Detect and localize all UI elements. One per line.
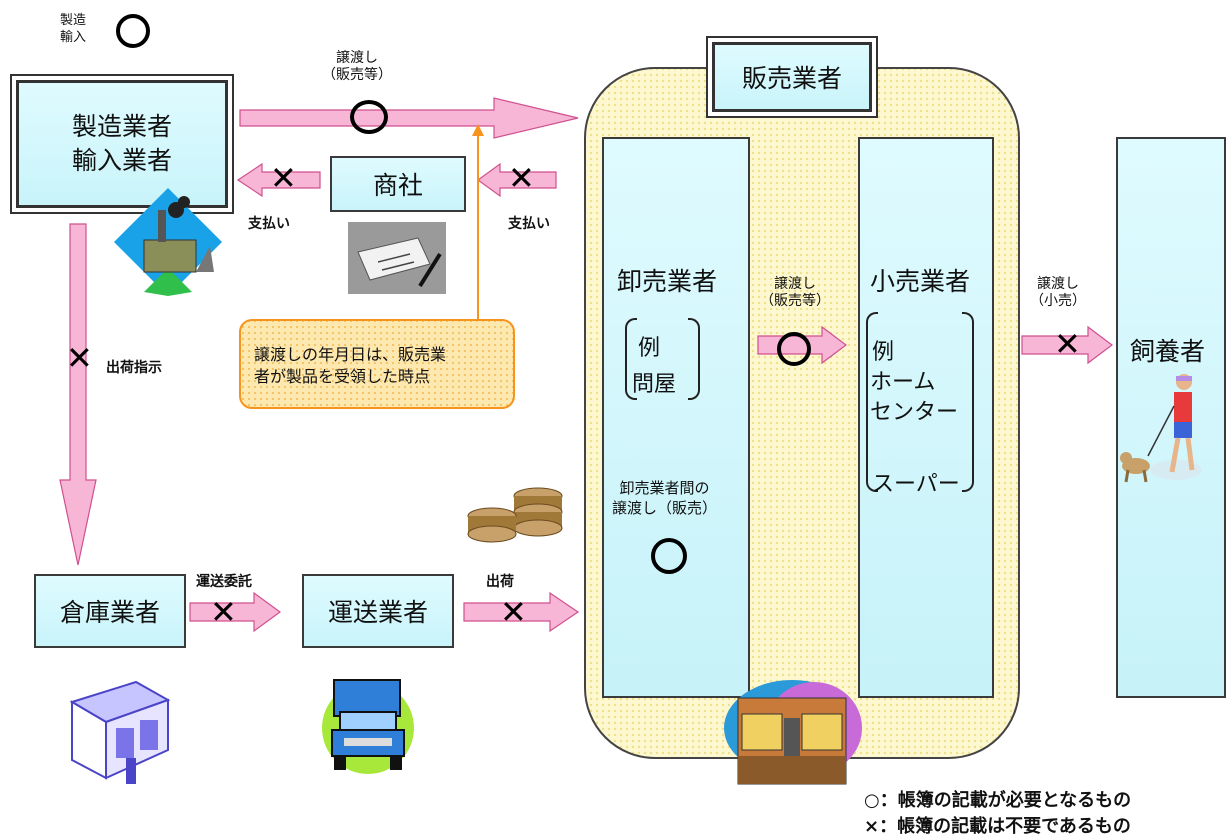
top-legend-text: 製造 輸入 bbox=[60, 13, 87, 45]
transport-box: 運送業者 bbox=[302, 574, 454, 648]
truck-icon bbox=[322, 679, 414, 774]
breeder-label: 飼養者 bbox=[1130, 337, 1206, 366]
shipment-label: 出荷 bbox=[486, 574, 514, 590]
transfer-retail-cross-icon: ✕ bbox=[1054, 325, 1081, 363]
check-pen-icon bbox=[348, 222, 446, 294]
sellers-title: 販売業者 bbox=[712, 42, 872, 112]
wholesaler-title: 卸売業者 bbox=[617, 267, 718, 296]
wholesaler-example-value: 問屋 bbox=[632, 372, 677, 397]
payment-left-cross-icon: ✕ bbox=[270, 159, 297, 197]
arrow-shipment bbox=[463, 591, 580, 633]
wholesaler-example-label: 例 bbox=[638, 336, 661, 361]
retailer-title: 小売業者 bbox=[870, 267, 971, 296]
retailer-bracket-right bbox=[962, 312, 974, 492]
manufacturer-box: 製造業者 輸入業者 bbox=[16, 80, 228, 208]
warehouse-icon bbox=[69, 680, 171, 784]
wholesaler-bracket-right bbox=[688, 318, 700, 400]
wholesaler-inter-circle-icon bbox=[651, 538, 687, 574]
transfer-mid-label: 譲渡し （販売等） bbox=[760, 276, 830, 309]
shipment-cross-icon: ✕ bbox=[500, 593, 527, 631]
shipping-instruction-cross-icon: ✕ bbox=[66, 339, 93, 377]
payment-right-label: 支払い bbox=[508, 216, 550, 232]
transfer-retail-label: 譲渡し （小売） bbox=[1030, 276, 1086, 309]
payment-right-cross-icon: ✕ bbox=[508, 159, 535, 197]
arrow-payment-left bbox=[236, 162, 321, 198]
retailer-column bbox=[858, 137, 994, 698]
wholesaler-bracket-left bbox=[625, 318, 637, 400]
transfer-top-label: 譲渡し （販売等） bbox=[322, 50, 392, 83]
top-legend-circle-icon bbox=[116, 14, 150, 48]
arrow-transfer-retail bbox=[1021, 325, 1113, 365]
arrow-transport-consign bbox=[189, 591, 282, 633]
note-box bbox=[239, 319, 515, 409]
transfer-mid-circle-icon bbox=[777, 332, 811, 366]
transport-consign-cross-icon: ✕ bbox=[210, 593, 237, 631]
transport-consign-label: 運送委託 bbox=[196, 574, 252, 590]
breeder-column bbox=[1116, 137, 1226, 698]
wholesaler-column bbox=[602, 137, 750, 698]
legend-cross-text: ×：帳簿の記載は不要であるもの bbox=[864, 816, 1131, 837]
retailer-bracket-left bbox=[866, 312, 878, 492]
retailer-example-1: ホーム センター bbox=[870, 370, 959, 425]
shop-icon bbox=[724, 680, 862, 785]
arrow-payment-right bbox=[476, 162, 557, 198]
manufacturer-outer: 製造業者 輸入業者 bbox=[10, 74, 234, 214]
warehouse-box: 倉庫業者 bbox=[34, 574, 186, 648]
transfer-top-circle-icon bbox=[350, 100, 388, 134]
sellers-title-outer: 販売業者 bbox=[706, 36, 878, 118]
legend-circle-text: ○：帳簿の記載が必要となるもの bbox=[864, 790, 1132, 811]
note-text: 譲渡しの年月日は、販売業 者が製品を受領した時点 bbox=[254, 345, 447, 386]
payment-left-label: 支払い bbox=[248, 216, 290, 232]
trading-company-box: 商社 bbox=[330, 156, 466, 212]
wholesaler-inter-transfer: 卸売業者間の 譲渡し（販売） bbox=[612, 479, 718, 517]
arrow-shipping-instruction bbox=[59, 223, 97, 566]
retailer-example-label: 例 bbox=[872, 340, 895, 365]
cans-icon bbox=[467, 487, 563, 543]
dog-walker-icon bbox=[1120, 374, 1202, 483]
factory-icon bbox=[114, 188, 222, 296]
retailer-example-2: スーパー bbox=[872, 472, 960, 497]
shipping-instruction-label: 出荷指示 bbox=[106, 360, 162, 376]
arrow-transfer-top bbox=[239, 97, 579, 139]
